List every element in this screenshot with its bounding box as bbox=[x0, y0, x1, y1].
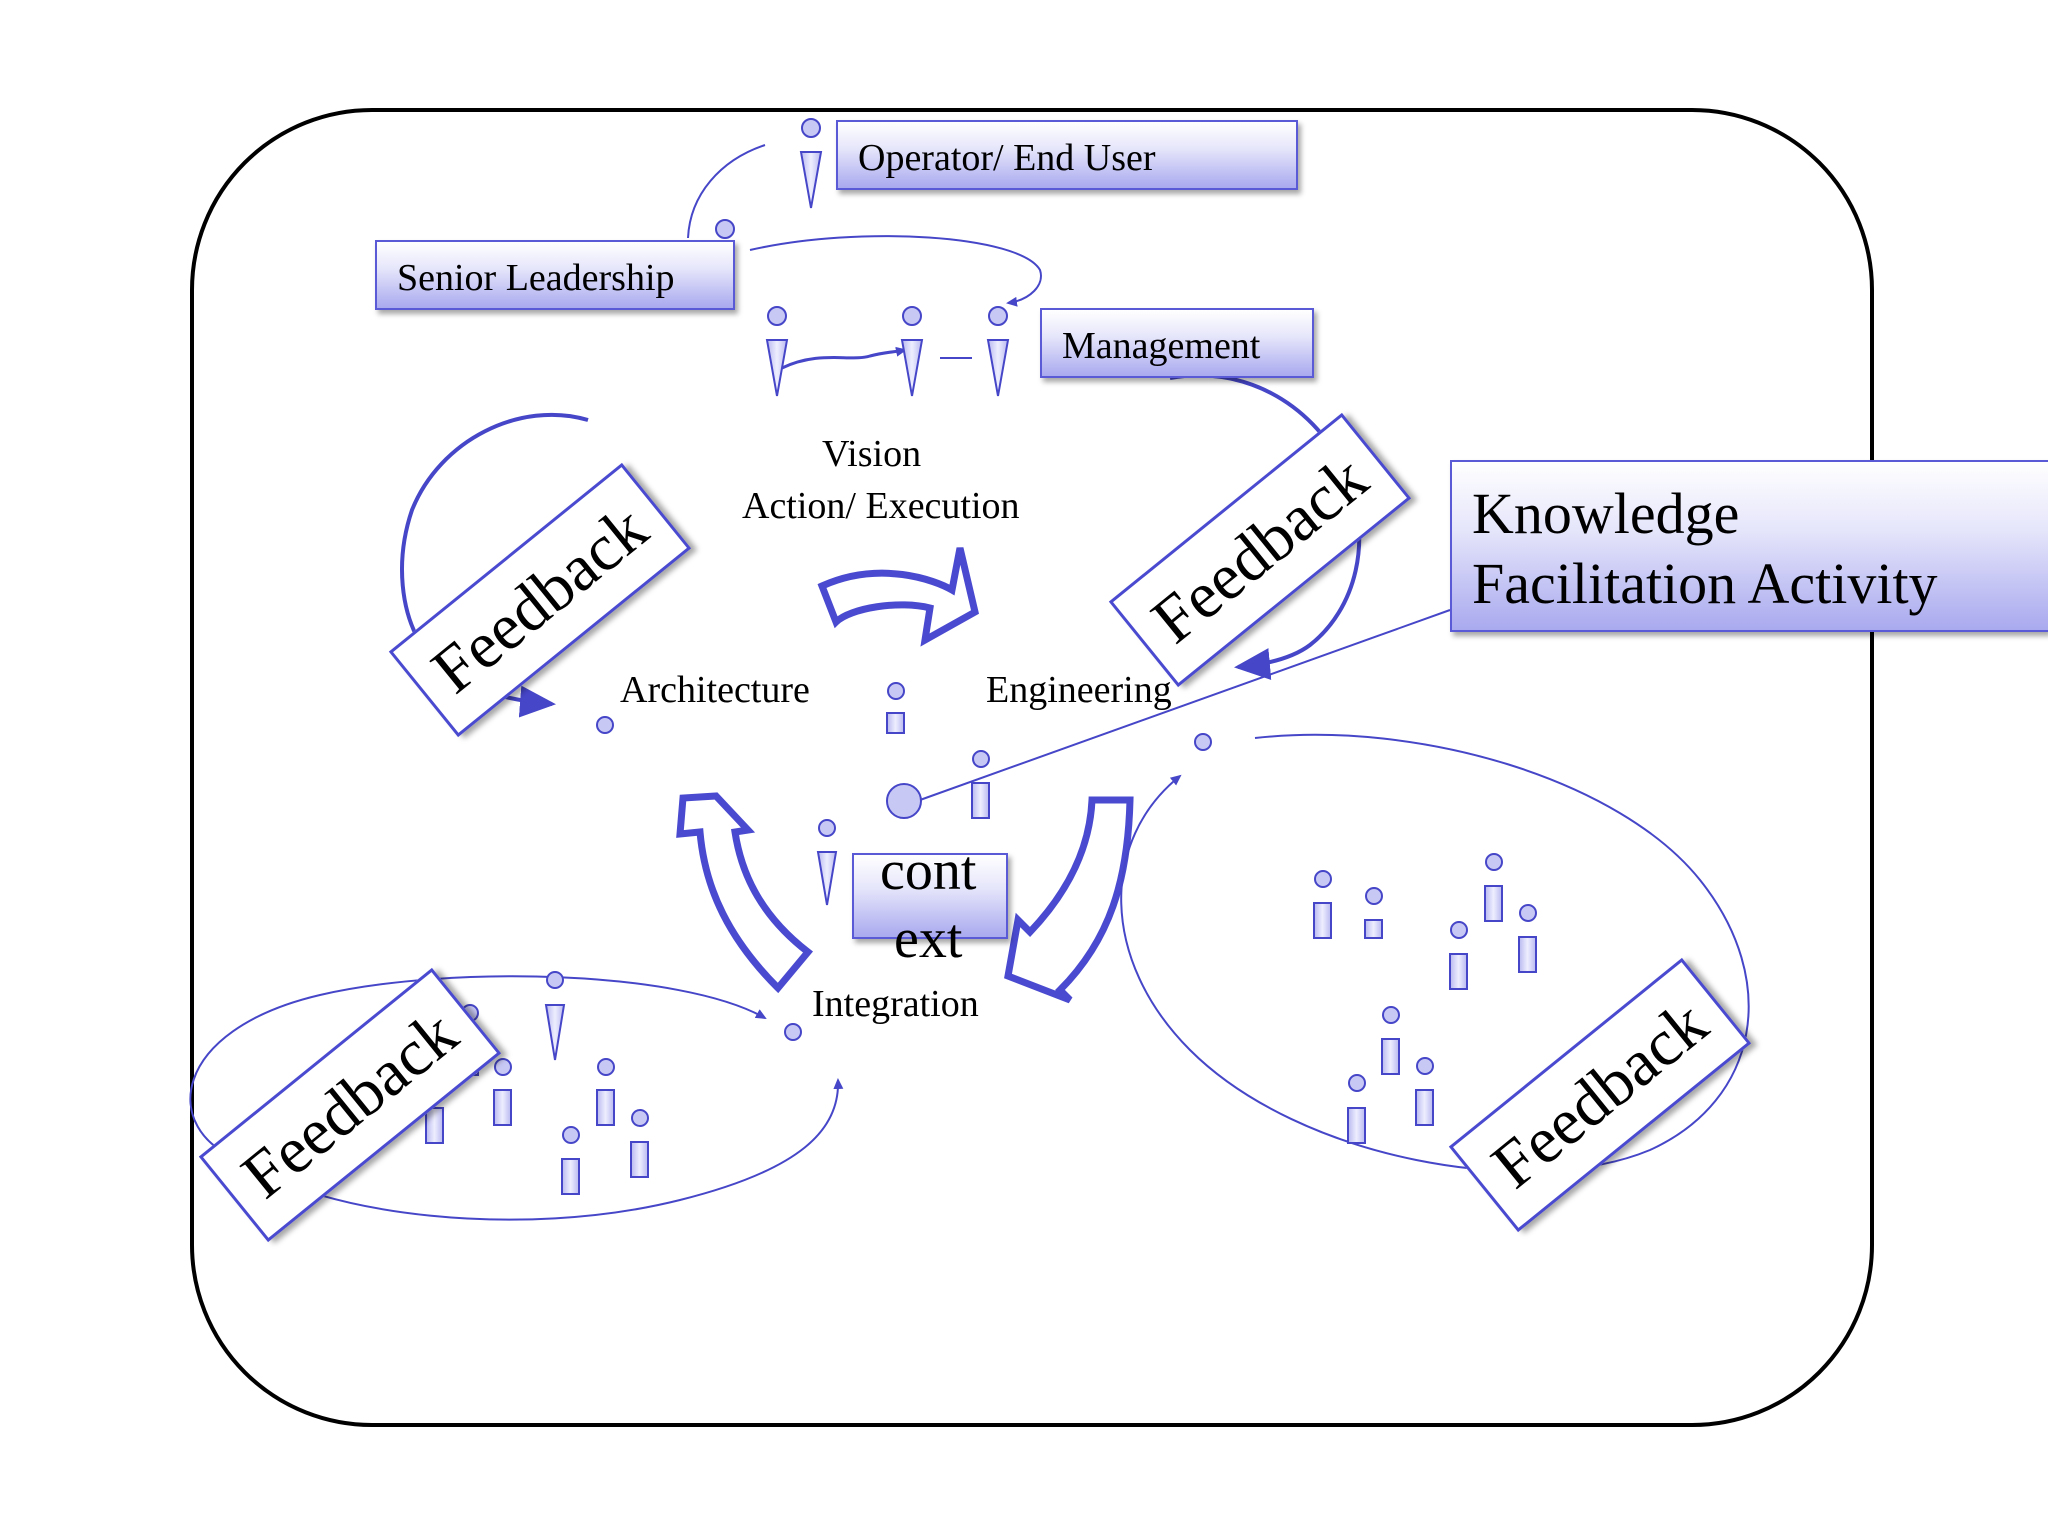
action-execution-label: Action/ Execution bbox=[742, 485, 1020, 527]
knowledge-label-line2: Facilitation Activity bbox=[1472, 551, 1938, 616]
management-label: Management bbox=[1062, 325, 1261, 367]
context-label-line2: ext bbox=[894, 908, 963, 970]
person-icon-team-right-2 bbox=[1364, 887, 1383, 939]
person-link-arrow bbox=[781, 346, 907, 370]
architecture-label: Architecture bbox=[620, 669, 810, 711]
block-arrow-down bbox=[1004, 796, 1134, 1004]
operator-to-senior-curve bbox=[687, 144, 766, 239]
team-loop-left-bottom bbox=[239, 1078, 844, 1221]
operator-label: Operator/ End User bbox=[858, 137, 1156, 179]
block-arrow-right bbox=[817, 547, 980, 647]
person-icon-team-right-5 bbox=[1518, 904, 1537, 973]
vision-label: Vision bbox=[822, 433, 922, 475]
person-icon-team-right-8 bbox=[1415, 1057, 1434, 1126]
person-icon-team-left-7 bbox=[630, 1109, 649, 1178]
senior-to-management-arrow bbox=[749, 235, 1042, 307]
context-box: cont ext bbox=[852, 840, 1008, 970]
knowledge-hub-circle bbox=[886, 783, 922, 819]
context-label-line1: cont bbox=[880, 840, 977, 902]
person-icon-team-right-7 bbox=[1347, 1074, 1366, 1144]
dot-architecture bbox=[596, 716, 614, 734]
person-icon-leader-3 bbox=[986, 306, 1010, 397]
dot-engineering bbox=[1194, 733, 1212, 751]
person-icon-leader-1 bbox=[765, 306, 789, 397]
person-icon-team-right-6 bbox=[1381, 1006, 1400, 1075]
senior-leadership-box: Senior Leadership bbox=[375, 240, 735, 310]
operator-box: Operator/ End User bbox=[836, 120, 1298, 190]
person-icon-team-left-5 bbox=[596, 1058, 615, 1126]
person-icon-team-left-2 bbox=[544, 971, 566, 1061]
person-icon-center-right bbox=[971, 750, 990, 819]
outer-frame bbox=[190, 108, 1874, 1427]
person-icon-senior-dot bbox=[715, 219, 735, 239]
person-icon-context bbox=[816, 819, 838, 906]
team-right-figures bbox=[1313, 853, 1537, 1144]
person-icon-operator bbox=[799, 118, 823, 209]
person-icon-team-right-1 bbox=[1313, 870, 1332, 939]
person-icon-team-left-4 bbox=[493, 1058, 512, 1126]
person-icon-team-right-4 bbox=[1449, 921, 1468, 990]
person-icon-team-left-6 bbox=[561, 1126, 580, 1195]
knowledge-label-line1: Knowledge bbox=[1472, 481, 1740, 546]
knowledge-connector-line bbox=[919, 609, 1451, 801]
team-loop-left bbox=[189, 975, 767, 1161]
block-arrow-up bbox=[676, 792, 814, 994]
person-icon-center bbox=[886, 682, 905, 734]
engineering-label: Engineering bbox=[986, 669, 1172, 711]
integration-label: Integration bbox=[812, 983, 979, 1025]
management-box: Management bbox=[1040, 308, 1314, 378]
team-loop-right bbox=[1120, 733, 1750, 1173]
dot-integration bbox=[784, 1023, 802, 1041]
senior-leadership-label: Senior Leadership bbox=[397, 257, 675, 299]
knowledge-facilitation-box: Knowledge Facilitation Activity bbox=[1450, 460, 2048, 632]
person-icon-leader-2 bbox=[900, 306, 924, 397]
person-icon-team-right-3 bbox=[1484, 853, 1503, 922]
